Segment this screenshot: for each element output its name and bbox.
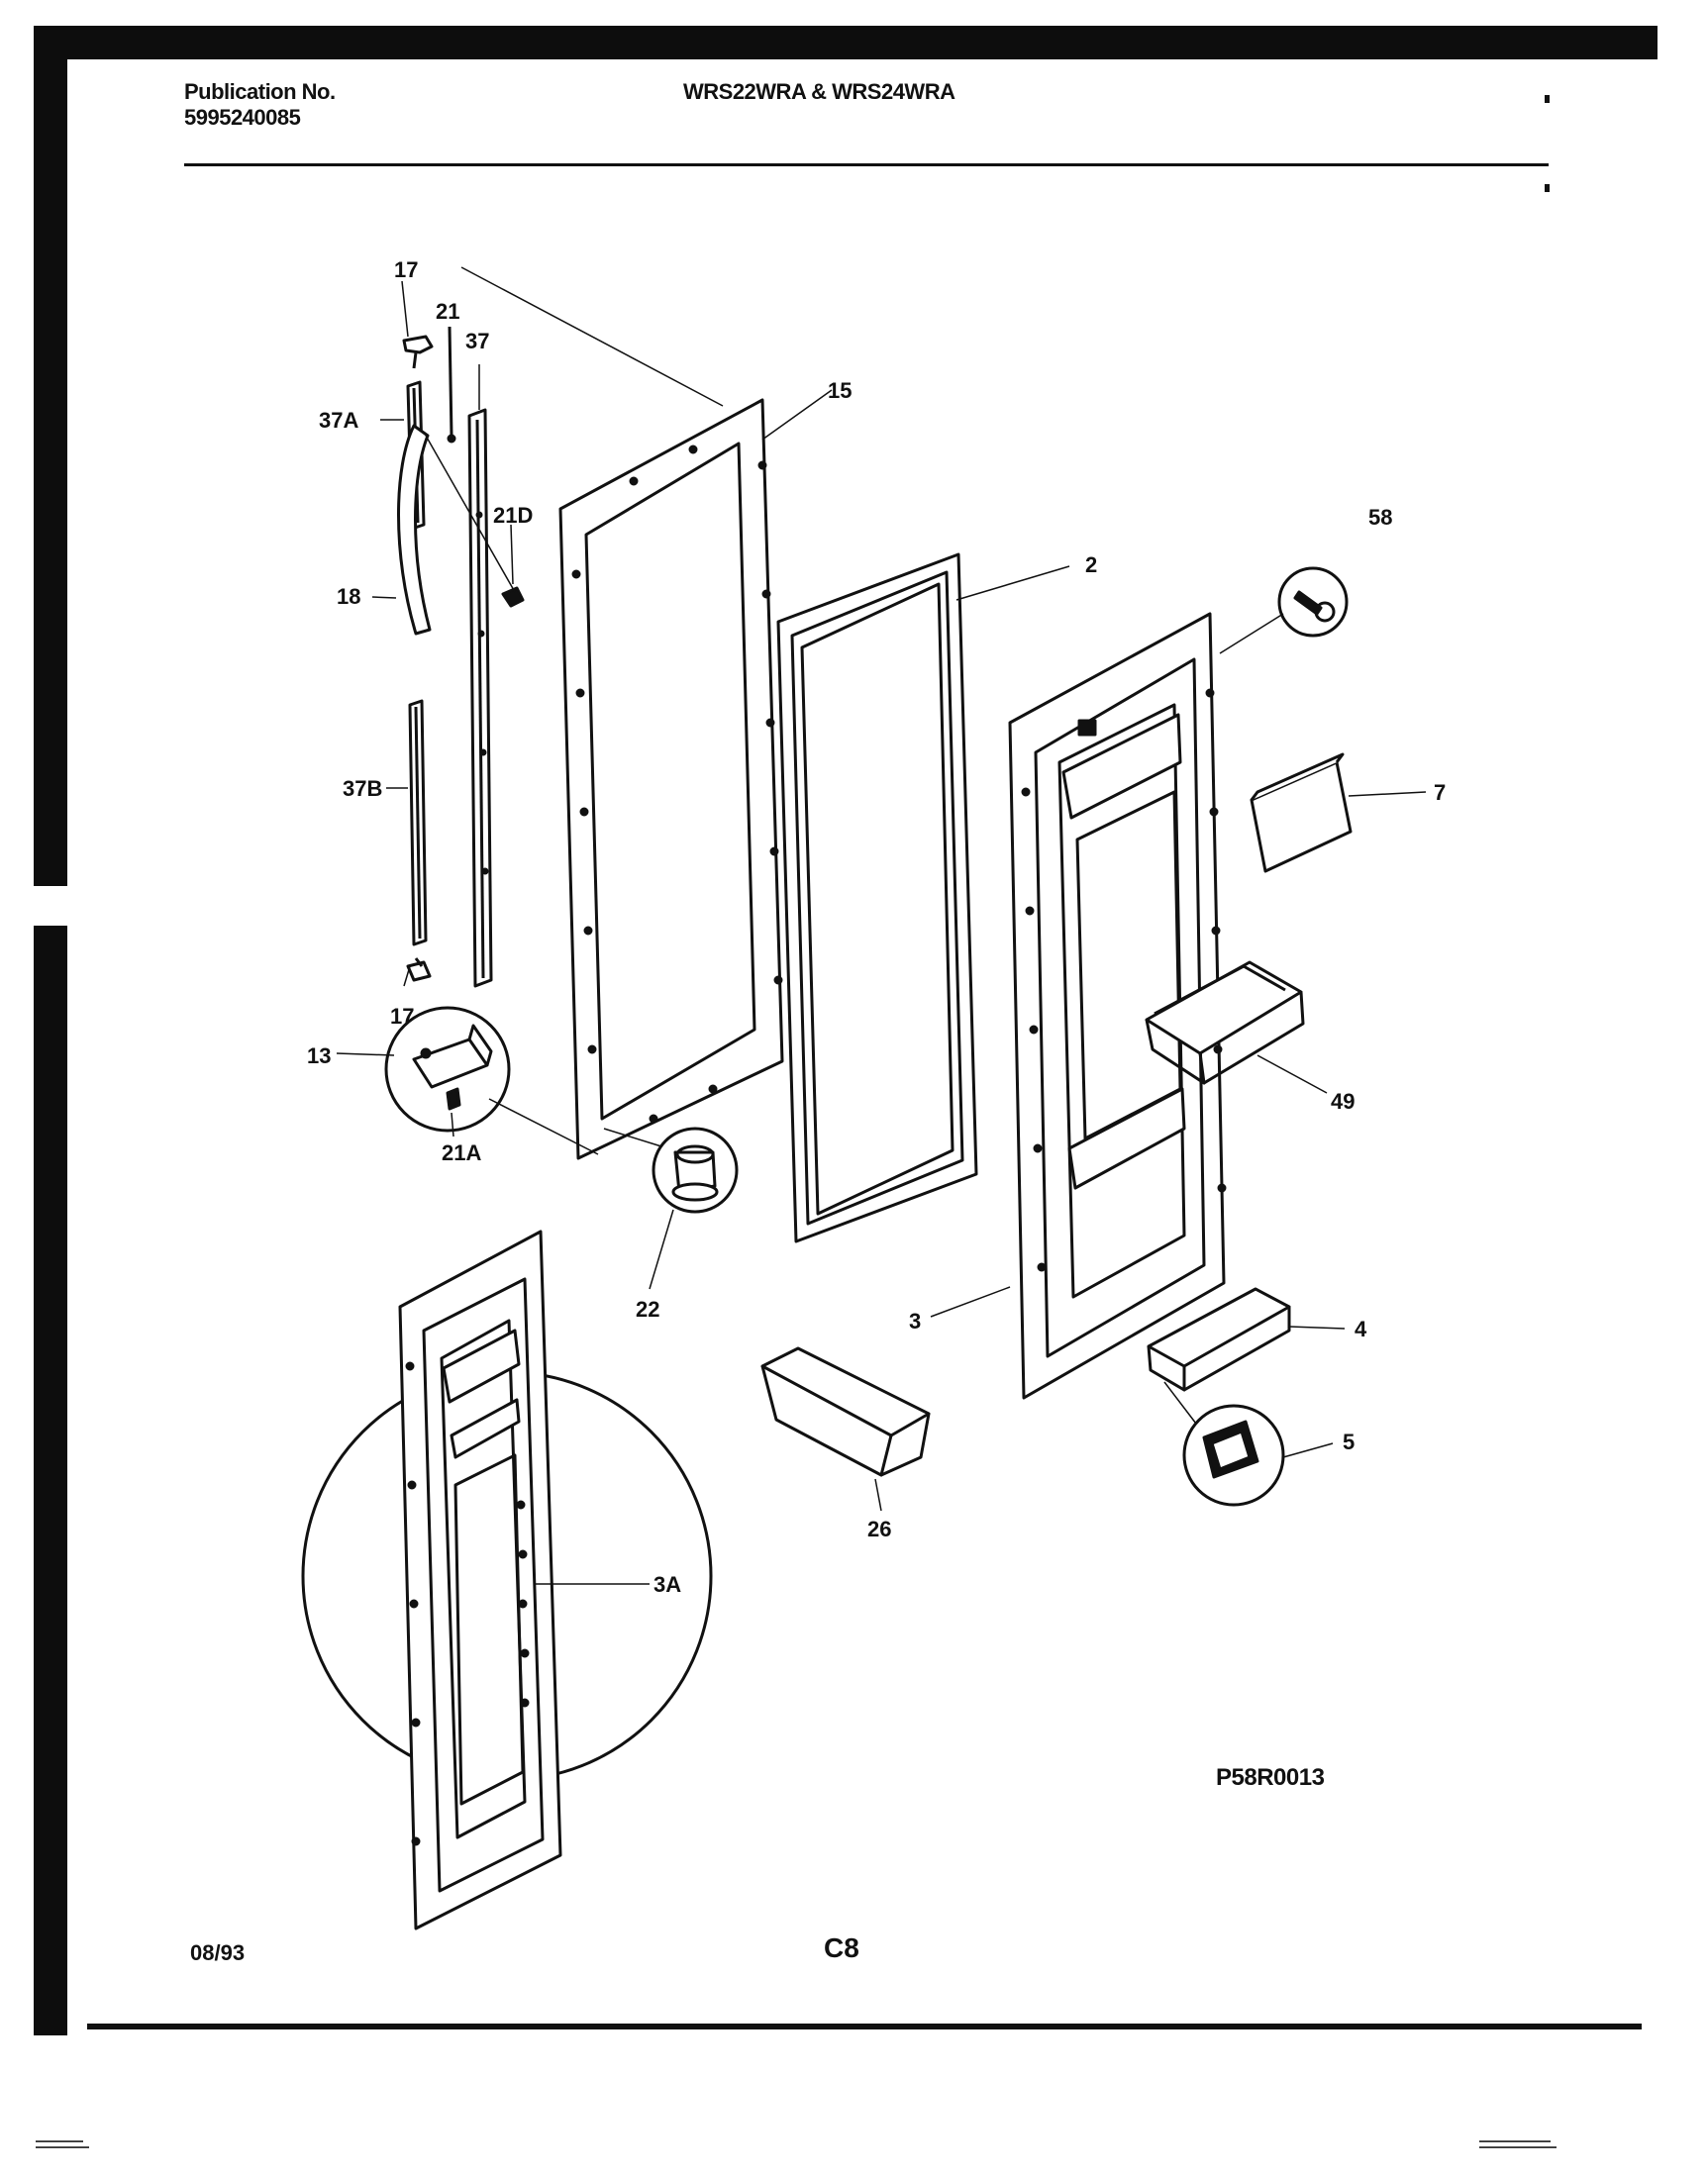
callout-17-bottom: 17 — [390, 1004, 414, 1029]
callout-4: 4 — [1355, 1317, 1367, 1341]
callout-18: 18 — [337, 584, 360, 609]
part-17-screw-bottom — [406, 957, 432, 982]
callout-2: 2 — [1085, 552, 1097, 577]
callout-58: 58 — [1368, 505, 1392, 530]
header-rule — [184, 163, 1549, 166]
part-21D-screw — [501, 586, 525, 608]
callout-5: 5 — [1343, 1430, 1355, 1454]
part-13-hinge-inset — [384, 1006, 599, 1155]
part-58-screw-inset — [1219, 566, 1349, 654]
callout-15: 15 — [828, 378, 852, 403]
publication-number: 5995240085 — [184, 105, 301, 130]
callout-49: 49 — [1331, 1089, 1355, 1114]
part-4-shelf — [1147, 1287, 1346, 1392]
part-26-bin — [760, 1346, 931, 1477]
part-37-handle-bar — [467, 408, 493, 988]
model-title: WRS22WRA & WRS24WRA — [683, 79, 955, 104]
part-3A-inner-door — [301, 1230, 713, 1930]
callout-21D: 21D — [493, 503, 533, 528]
drawing-code: P58R0013 — [1216, 1764, 1325, 1791]
callout-3A: 3A — [653, 1572, 681, 1597]
page-border-notch — [34, 886, 67, 926]
part-21-screw — [447, 326, 456, 444]
callout-7: 7 — [1434, 780, 1446, 805]
callout-17-top: 17 — [394, 257, 418, 282]
callout-21A: 21A — [442, 1140, 481, 1165]
callout-37A: 37A — [319, 408, 358, 433]
callout-13: 13 — [307, 1043, 331, 1068]
page-border-left — [34, 26, 67, 2035]
page-border-bottom — [87, 2024, 1642, 2029]
part-7-bin — [1250, 752, 1427, 873]
part-49-shelf — [1145, 960, 1328, 1094]
part-5-clip-inset — [1163, 1381, 1334, 1507]
publication-label: Publication No. — [184, 79, 336, 104]
part-22-cap-inset — [603, 1127, 739, 1214]
part-3-door-liner — [1008, 612, 1227, 1400]
scan-mark — [1545, 95, 1550, 103]
fine-print-right: ▬▬▬▬▬▬▬▬▬▬▬▬▬▬▬▬▬▬▬▬▬▬▬▬▬ — [1479, 2138, 1557, 2150]
callout-3: 3 — [909, 1309, 921, 1334]
page-border-top — [63, 26, 1658, 59]
leader-lines — [336, 280, 1070, 1512]
part-17-screw-top — [402, 335, 434, 369]
callout-22: 22 — [636, 1297, 659, 1322]
part-15-door-frame — [460, 266, 784, 1160]
part-18-handle — [397, 424, 516, 636]
part-37B-trim — [408, 699, 428, 946]
scan-mark — [1545, 184, 1550, 192]
callout-21: 21 — [436, 299, 459, 324]
fine-print-left: ▬▬▬▬▬▬▬▬▬▬▬▬▬▬▬▬▬ — [36, 2138, 89, 2150]
callout-37B: 37B — [343, 776, 382, 801]
page-code: C8 — [824, 1932, 859, 1963]
callout-26: 26 — [867, 1517, 891, 1541]
callout-37: 37 — [465, 329, 489, 353]
publication-date: 08/93 — [190, 1940, 246, 1965]
part-2-gasket — [776, 552, 978, 1243]
